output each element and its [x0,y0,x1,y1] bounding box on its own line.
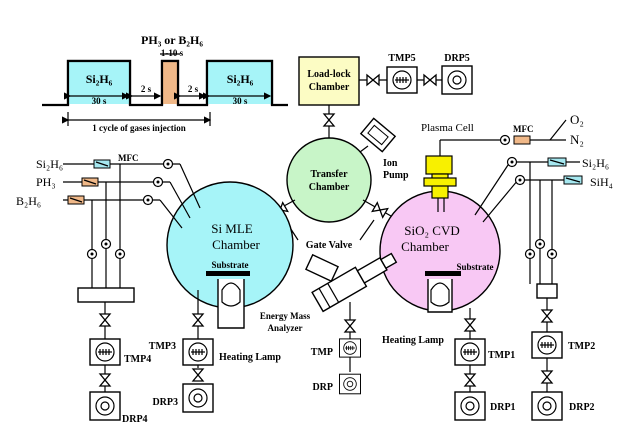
transfer-label-2: Chamber [309,182,350,193]
left-manifold [77,287,135,303]
tmp1-label: TMP1 [488,350,515,361]
substrate-right-label: Substrate [456,262,493,272]
drp4-pump [89,391,121,421]
b2h6-label: B₂H₆ [16,194,41,208]
timing-diagram: Si₂H₆ Si₂H₆ PH₃ or B₂H₆ 30 s 2 s 1-10 s … [42,33,288,133]
tmp3-label: TMP3 [149,341,176,352]
substrate-right [425,271,461,276]
mfc-left-label: MFC [118,153,139,163]
drp5-label: DRP5 [444,53,470,64]
dopant-label: PH₃ or B₂H₆ [141,33,203,47]
tmp4-pump [89,338,121,366]
dopant-pulse [163,62,177,104]
tmp2-pump [531,331,563,359]
substrate-left [206,271,250,276]
si-mle-label-1: Si MLE [211,221,253,236]
tmp5-pump [386,66,418,94]
heating-lamp-left-label: Heating Lamp [219,352,281,363]
drp4-label: DRP4 [122,414,148,425]
ph3-label: PH₃ [36,175,56,189]
pulse1-label: Si₂H₆ [86,72,113,86]
load-lock-label-2: Chamber [309,82,350,93]
drp-label: DRP [312,382,333,393]
pulse2-label: Si₂H₆ [227,72,254,86]
sio2-cvd-group: SiO₂ CVD Chamber Substrate Plasma Cell M… [379,112,613,421]
drp2-label: DRP2 [569,402,595,413]
d2-label: 2 s [141,84,152,94]
load-lock-valve [366,74,380,86]
ion-pump [359,117,397,153]
tmp1-pump [454,338,486,366]
load-lock-group: Load-lock Chamber TMP5 DRP5 [298,53,473,140]
transfer-label-1: Transfer [310,169,348,180]
n2-label: N₂ [570,132,584,147]
tmp-label: TMP [311,347,333,358]
energy-mass-label-2: Analyzer [268,323,303,333]
drp-pump [339,373,361,395]
drp3-pump [182,383,214,413]
transfer-chamber [286,137,372,223]
transfer-top-valve [323,113,335,127]
load-lock-label-1: Load-lock [307,69,351,80]
drp2-pump [531,391,563,421]
right-manifold [536,283,558,299]
substrate-left-label: Substrate [211,260,248,270]
sio2-cvd-label-1: SiO₂ CVD [404,223,459,238]
plasma-cell [423,155,457,212]
si-mle-group: Si MLE Chamber Substrate Si₂H₆ PH₃ B₂H₆ [16,153,294,425]
ion-pump-label-2: Pump [383,170,409,181]
sio2-cvd-label-2: Chamber [401,239,449,254]
mfc-right-label: MFC [513,124,534,134]
mfc-right [513,135,531,145]
si2h6-right-label: Si₂H₆ [582,156,609,170]
si2h6-left-label: Si₂H₆ [36,157,63,171]
tmp5-label: TMP5 [388,53,415,64]
o2-label: O₂ [570,112,584,127]
drp3-label: DRP3 [152,397,178,408]
ion-pump-label-1: Ion [383,158,398,169]
energy-mass-analyzer: Energy Mass Analyzer TMP DRP [260,252,398,395]
drp1-pump [454,391,486,421]
tmp5-valve [423,74,437,86]
d1-label: 30 s [92,96,107,106]
tmp3-pump [182,338,214,366]
d5-label: 30 s [233,96,248,106]
tmp-pump [339,338,361,358]
energy-mass-label-1: Energy Mass [260,311,311,321]
gate-valve-label: Gate Valve [306,240,353,251]
d4-label: 2 s [188,84,199,94]
si-mle-label-2: Chamber [212,237,260,252]
cycle-label: 1 cycle of gases injection [92,123,185,133]
tmp4-label: TMP4 [124,354,151,365]
d3-label: 1-10 s [161,48,184,58]
sih4-label: SiH₄ [590,175,613,189]
drp5-pump [441,65,473,95]
heating-lamp-right-label: Heating Lamp [382,335,444,346]
tmp2-label: TMP2 [568,341,595,352]
plasma-cell-label: Plasma Cell [421,122,474,134]
load-lock-chamber [298,56,360,106]
drp1-label: DRP1 [490,402,516,413]
transfer-group: Transfer Chamber Ion Pump [286,117,409,223]
